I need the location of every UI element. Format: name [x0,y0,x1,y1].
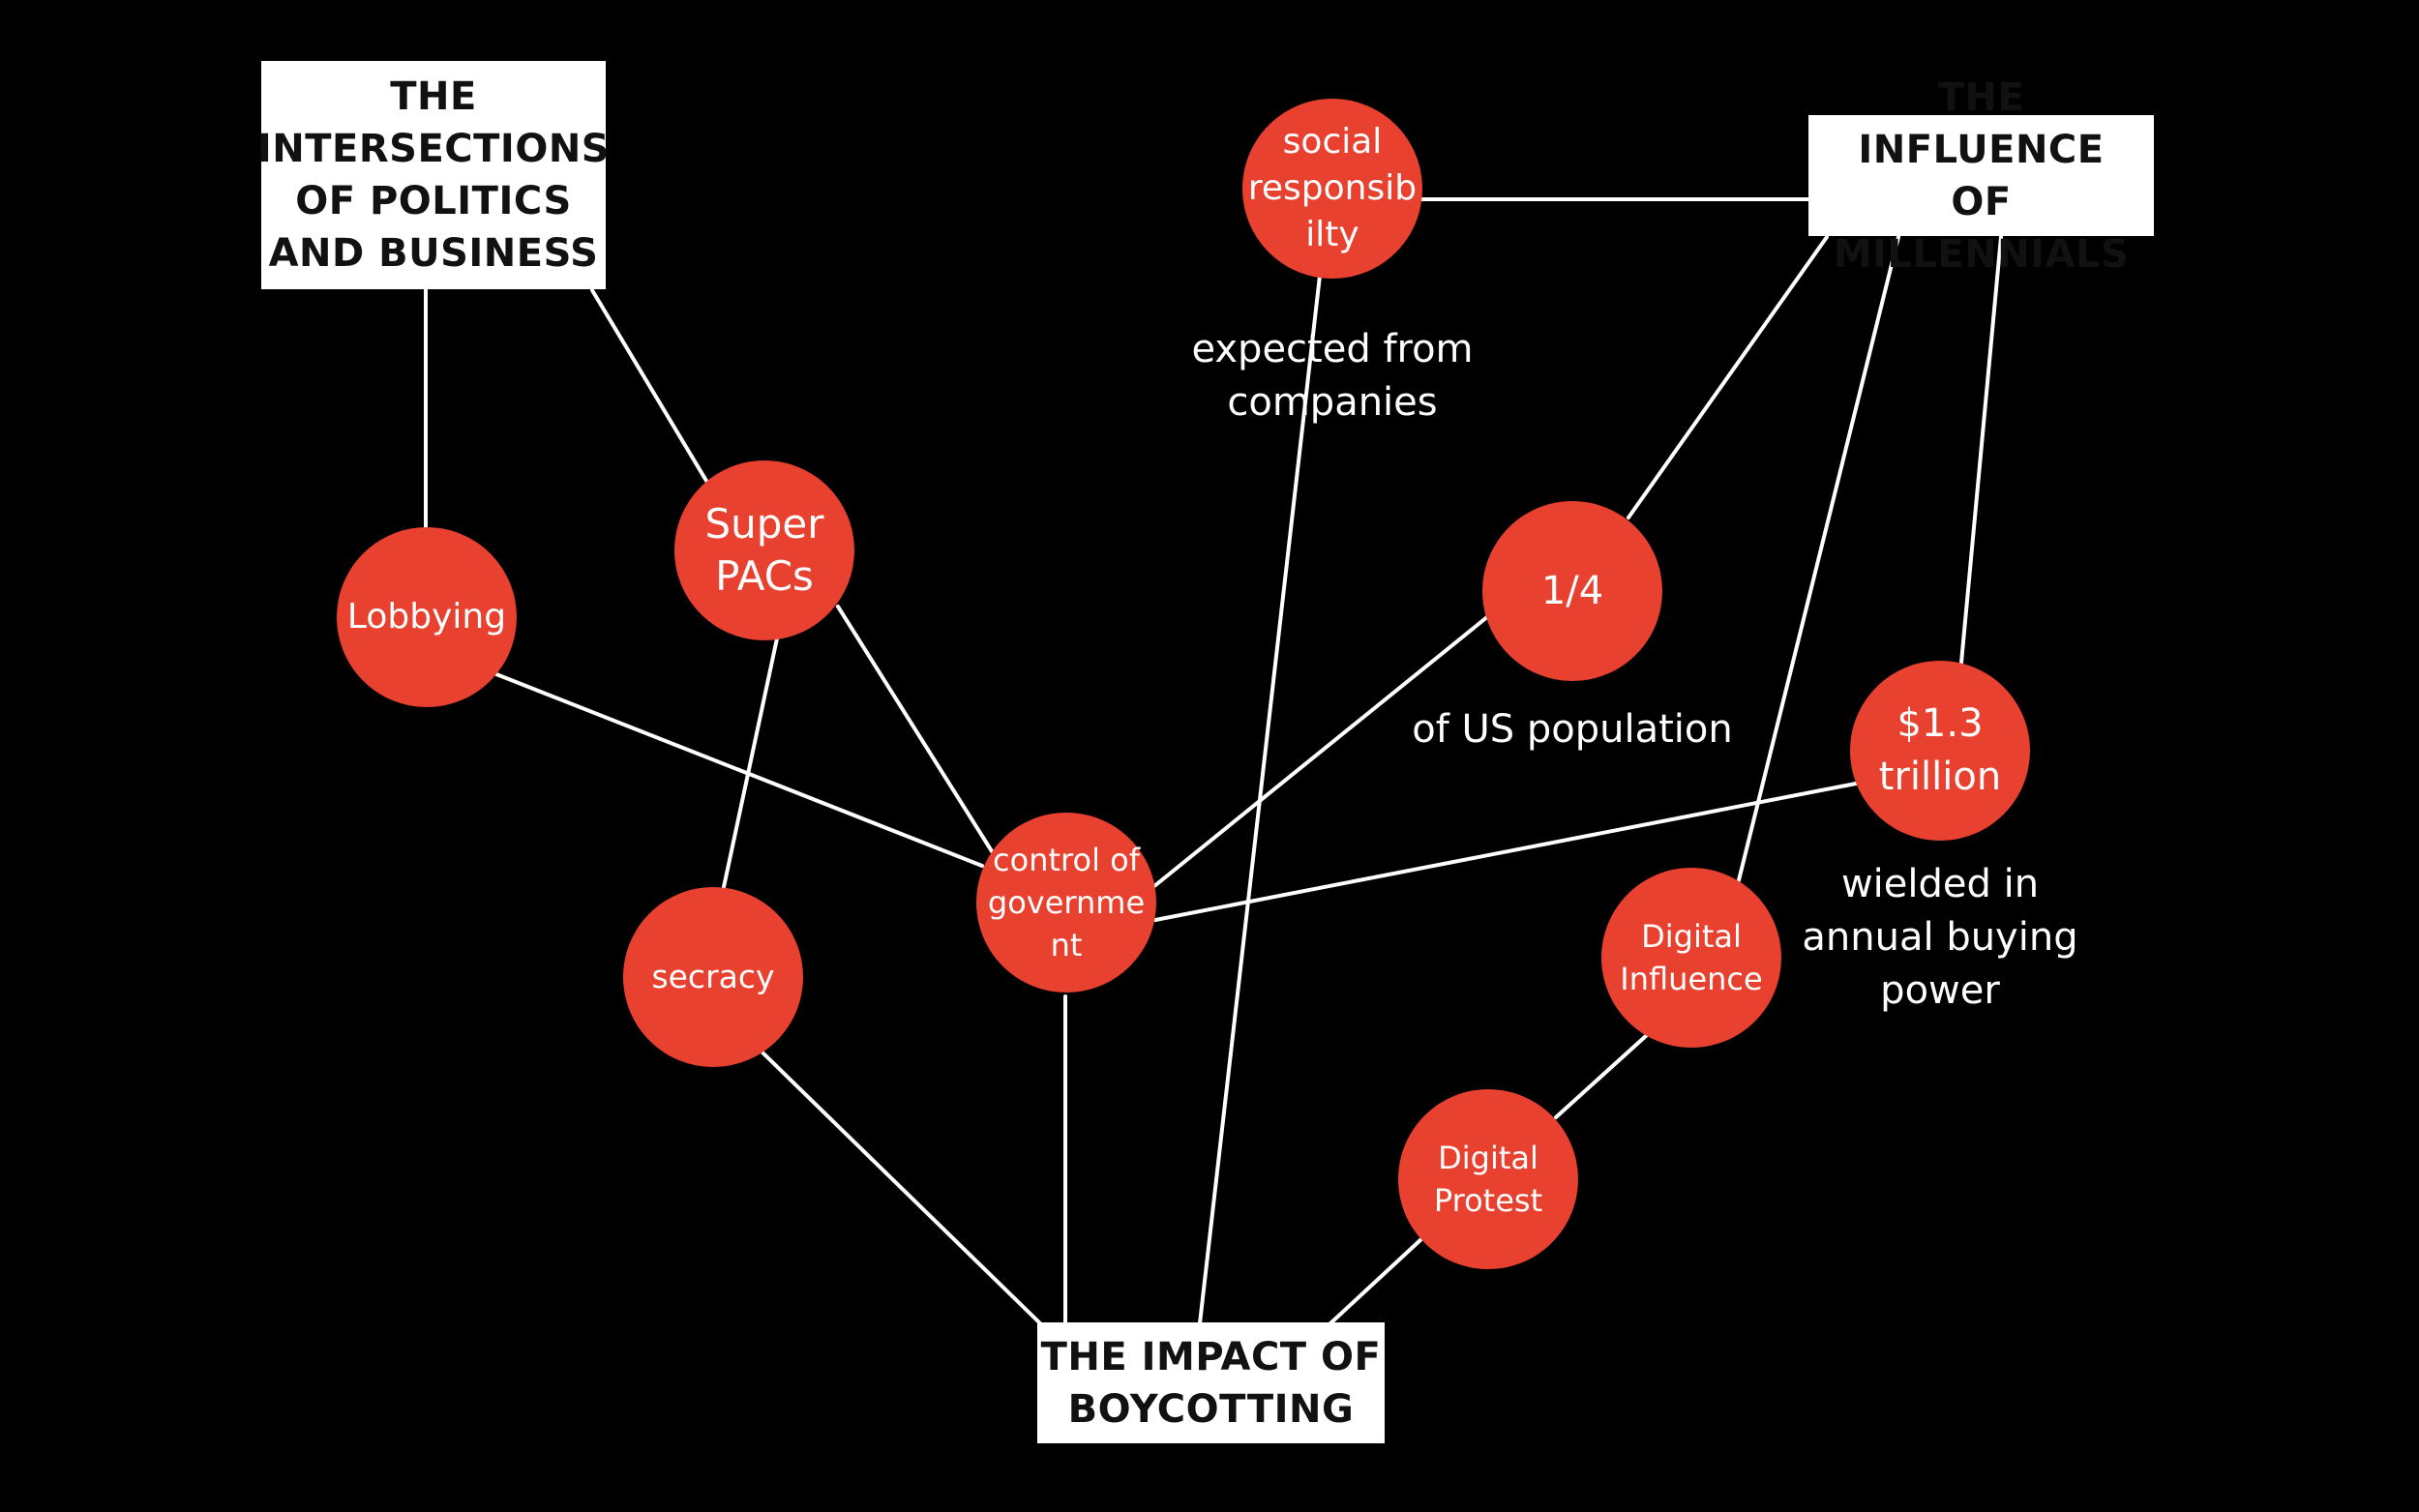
edge-politics-superpacs [590,288,708,483]
edge-superpacs-secracy [722,637,779,889]
edge-influence-protest [1554,1033,1649,1119]
node-quarter: 1/4 [1482,501,1662,681]
box-politics-business: THE INTERSECTIONS OF POLITICS AND BUSINE… [257,61,610,289]
node-social-responsibility: social responsib ilty [1242,99,1422,279]
node-control-of-government: control of governme nt [976,813,1156,993]
box-millennials: THE INFLUENCE OF MILLENNIALS [1808,75,2154,277]
edge-millennials-quarter [1627,235,1829,519]
edge-protest-boycotting [1329,1236,1424,1325]
node-trillion: $1.3 trillion [1850,661,2030,841]
edge-trillion-control [1153,782,1858,922]
note-expected-from-companies: expected from companies [1191,327,1474,425]
node-secracy: secracy [623,887,803,1067]
edge-secracy-boycotting [760,1050,1042,1325]
node-lobbying: Lobbying [337,527,517,707]
box-boycotting: THE IMPACT OF BOYCOTTING [1037,1322,1385,1443]
node-digital-protest: Digital Protest [1398,1089,1578,1269]
edge-superpacs-control [836,605,994,853]
node-super-pacs: Super PACs [674,460,854,640]
note-annual-buying-power: wielded in annual buying power [1802,862,2078,1013]
note-us-population: of US population [1412,707,1733,752]
edge-quarter-control [1152,614,1490,888]
edge-millennials-digital-influence [1737,235,1900,882]
edge-millennials-trillion [1959,235,2003,665]
node-digital-influence: Digital Influence [1601,868,1781,1048]
edge-lobbying-control [494,672,984,868]
